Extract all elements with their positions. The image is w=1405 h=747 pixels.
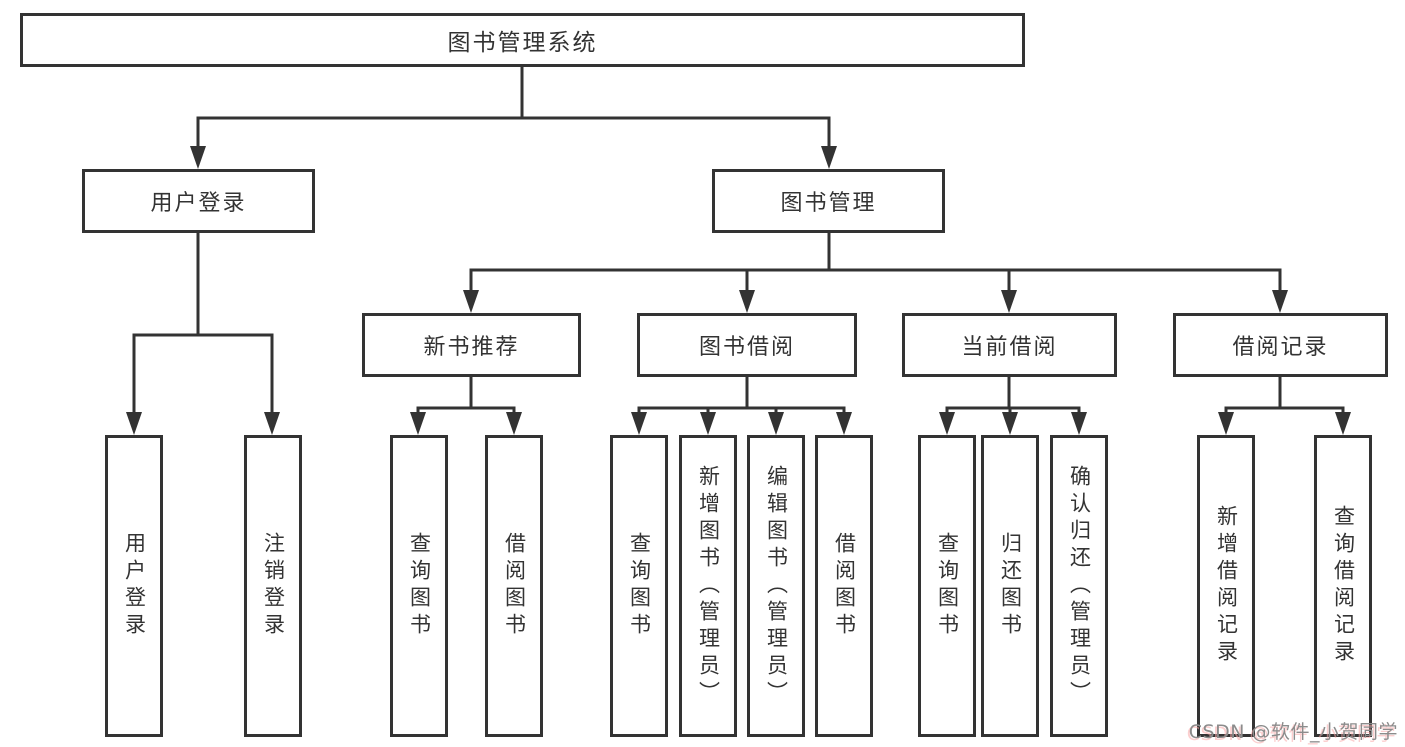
node-label: 新增借阅记录 bbox=[1214, 505, 1239, 667]
node-label: 注销登录 bbox=[261, 532, 286, 640]
node-label: 确认归还（管理员） bbox=[1067, 464, 1092, 708]
node-label: 当前借阅 bbox=[961, 335, 1058, 360]
leaf-query-books-recommend: 查询图书 bbox=[390, 435, 448, 737]
leaf-add-books-admin: 新增图书（管理员） bbox=[679, 435, 737, 737]
leaf-borrow-books: 借阅图书 bbox=[815, 435, 873, 737]
node-label: 查询借阅记录 bbox=[1331, 505, 1356, 667]
leaf-confirm-return-admin: 确认归还（管理员） bbox=[1050, 435, 1108, 737]
node-label: 借阅图书 bbox=[502, 532, 527, 640]
node-user-login: 用户登录 bbox=[82, 169, 315, 233]
node-label: 新书推荐 bbox=[423, 335, 520, 360]
node-label: 图书借阅 bbox=[698, 335, 795, 360]
leaf-query-books-current: 查询图书 bbox=[918, 435, 976, 737]
leaf-borrow-books-recommend: 借阅图书 bbox=[485, 435, 543, 737]
leaf-add-borrow-record: 新增借阅记录 bbox=[1197, 435, 1255, 737]
leaf-logout: 注销登录 bbox=[244, 435, 302, 737]
node-label: 新增图书（管理员） bbox=[696, 464, 721, 708]
node-borrowing-records: 借阅记录 bbox=[1173, 313, 1388, 377]
node-label: 用户登录 bbox=[150, 191, 247, 216]
node-label: 编辑图书（管理员） bbox=[764, 464, 789, 708]
node-label: 用户登录 bbox=[122, 532, 147, 640]
node-label: 借阅图书 bbox=[832, 532, 857, 640]
leaf-return-books: 归还图书 bbox=[981, 435, 1039, 737]
leaf-query-books-borrowing: 查询图书 bbox=[610, 435, 668, 737]
node-label: 查询图书 bbox=[407, 532, 432, 640]
node-label: 归还图书 bbox=[998, 532, 1023, 640]
node-label: 查询图书 bbox=[627, 532, 652, 640]
leaf-edit-books-admin: 编辑图书（管理员） bbox=[747, 435, 805, 737]
node-label: 图书管理系统 bbox=[447, 30, 598, 56]
leaf-user-login: 用户登录 bbox=[105, 435, 163, 737]
node-label: 借阅记录 bbox=[1232, 335, 1329, 360]
leaf-query-borrow-record: 查询借阅记录 bbox=[1314, 435, 1372, 737]
node-book-borrowing: 图书借阅 bbox=[637, 313, 857, 377]
node-book-management: 图书管理 bbox=[712, 169, 945, 233]
node-label: 图书管理 bbox=[780, 191, 877, 216]
csdn-watermark: CSDN @软件_小贺同学 bbox=[1188, 721, 1398, 743]
node-library-management-system: 图书管理系统 bbox=[20, 13, 1025, 67]
node-new-book-recommendation: 新书推荐 bbox=[362, 313, 581, 377]
node-label: 查询图书 bbox=[935, 532, 960, 640]
node-current-borrowing: 当前借阅 bbox=[902, 313, 1117, 377]
